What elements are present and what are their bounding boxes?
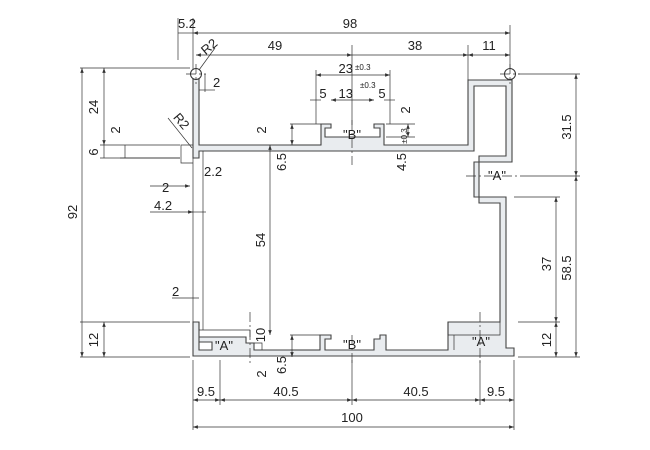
dim-inner-6-5-bottom: 6.5 <box>274 356 289 374</box>
label-b-bottom: "B" <box>343 337 361 352</box>
dim-right-37: 37 <box>539 257 554 271</box>
dim-left-24: 24 <box>86 100 101 114</box>
dim-slot-2-top: 2 <box>398 106 413 113</box>
dim-slot-4-5-tol: ±0.3 <box>400 128 409 144</box>
dim-slot-13: 13 <box>339 86 353 101</box>
dim-bottom-100: 100 <box>341 410 363 425</box>
section-labels: "A" "A" "A" "B" "B" <box>215 127 506 353</box>
dim-inner-2-bottom: 2 <box>254 370 269 377</box>
dim-top-49: 49 <box>268 38 282 53</box>
center-lines <box>186 64 520 365</box>
dim-right-31-5: 31.5 <box>559 114 574 139</box>
dim-left-4-2: 4.2 <box>154 198 172 213</box>
dim-slot-5-left: 5 <box>319 86 326 101</box>
dim-radius-top: R2 <box>198 35 220 57</box>
dim-bottom-9-5-right: 9.5 <box>487 384 505 399</box>
extension-lines <box>80 18 580 430</box>
dim-inner-6-5-top: 6.5 <box>274 153 289 171</box>
dim-slot-5-right: 5 <box>378 86 385 101</box>
dim-top-overall: 98 <box>343 16 357 31</box>
dim-left-2-b: 2 <box>162 180 169 195</box>
dim-right-12: 12 <box>539 333 554 347</box>
dim-top-38: 38 <box>408 38 422 53</box>
dim-top-left-offset: 5.2 <box>178 16 196 31</box>
dim-bottom-9-5-left: 9.5 <box>197 384 215 399</box>
dim-left-6: 6 <box>86 148 101 155</box>
dim-left-2-2: 2.2 <box>204 164 222 179</box>
dim-slot-23-tol: ±0.3 <box>355 63 371 72</box>
dim-top-2-marker: 2 <box>213 75 220 90</box>
aluminium-profile <box>192 73 515 357</box>
dimension-labels: 98 5.2 49 38 11 R2 R2 2 23 ±0.3 13 ±0.3 … <box>65 16 574 425</box>
dim-right-58-5: 58.5 <box>559 255 574 280</box>
dim-slot-13-tol: ±0.3 <box>360 81 376 90</box>
dimension-lines <box>80 31 578 429</box>
label-b-top: "B" <box>343 127 361 142</box>
dim-bottom-40-5-left: 40.5 <box>273 384 298 399</box>
dim-left-12: 12 <box>86 333 101 347</box>
dim-top-11: 11 <box>482 38 496 53</box>
dim-inner-10: 10 <box>253 328 268 342</box>
inner-walls <box>180 74 501 350</box>
label-a-right: "A" <box>488 168 506 183</box>
label-a-bottom-left: "A" <box>215 338 233 353</box>
dim-radius-left: R2 <box>170 110 192 132</box>
dim-left-2-a: 2 <box>108 126 123 133</box>
dim-inner-54: 54 <box>253 233 268 247</box>
dim-inner-2-top: 2 <box>254 126 269 133</box>
dim-bottom-40-5-right: 40.5 <box>403 384 428 399</box>
dim-left-92: 92 <box>65 205 80 219</box>
label-a-bottom-right: "A" <box>472 334 490 349</box>
dim-slot-23: 23 <box>339 61 353 76</box>
dim-left-2-bottom: 2 <box>172 284 179 299</box>
dim-slot-4-5: 4.5 <box>394 153 409 171</box>
